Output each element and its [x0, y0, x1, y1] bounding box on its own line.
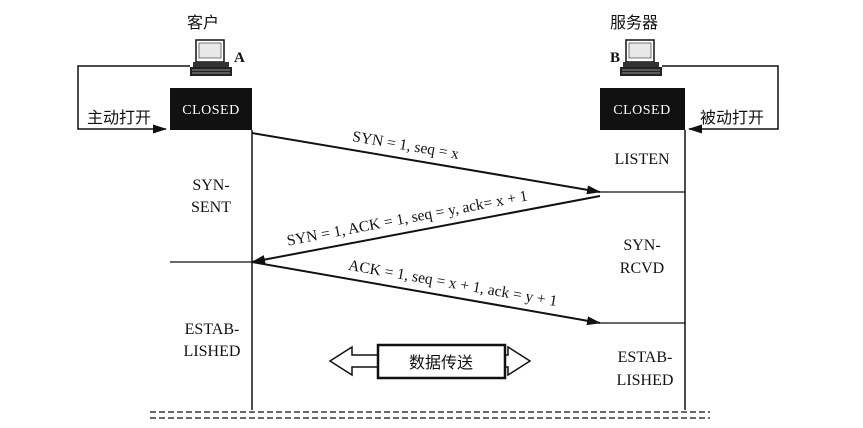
- client-state-syn-sent-line2: SENT: [191, 199, 231, 216]
- client-computer-icon: [190, 39, 232, 76]
- passive-open-arrow: [662, 65, 779, 134]
- client-state-established-line1: ESTAB-: [185, 321, 240, 338]
- server-computer-icon: [620, 39, 662, 76]
- client-state-established-line2: LISHED: [184, 343, 241, 360]
- server-closed-label: CLOSED: [613, 103, 670, 118]
- client-closed-label: CLOSED: [182, 103, 239, 118]
- syn-ack-message-label: SYN = 1, ACK = 1, seq = y, ack= x + 1: [285, 188, 529, 250]
- active-open-label: 主动打开: [87, 108, 151, 127]
- passive-open-label: 被动打开: [700, 108, 764, 127]
- syn-ack-arrow: [251, 195, 601, 264]
- client-state-syn-sent-line1: SYN-: [192, 177, 229, 194]
- client-host-label: A: [234, 50, 245, 66]
- server-state-syn-rcvd-line1: SYN-: [623, 237, 660, 254]
- client-closed-state-box: CLOSED: [170, 88, 252, 130]
- server-state-established-line2: LISHED: [617, 372, 674, 389]
- data-transfer-label: 数据传送: [409, 353, 473, 372]
- syn-arrow: [251, 132, 601, 195]
- data-transfer-box: [376, 343, 507, 380]
- server-state-syn-rcvd-line2: RCVD: [620, 260, 664, 277]
- syn-message-label: SYN = 1, seq = x: [351, 128, 460, 163]
- server-state-established-line1: ESTAB-: [618, 349, 673, 366]
- server-label: 服务器: [610, 13, 658, 32]
- ack-arrow: [251, 261, 601, 326]
- server-closed-state-box: CLOSED: [600, 88, 685, 130]
- active-open-arrow: [77, 65, 190, 134]
- server-state-listen: LISTEN: [614, 151, 670, 168]
- client-label: 客户: [187, 13, 219, 32]
- server-host-label: B: [610, 50, 620, 66]
